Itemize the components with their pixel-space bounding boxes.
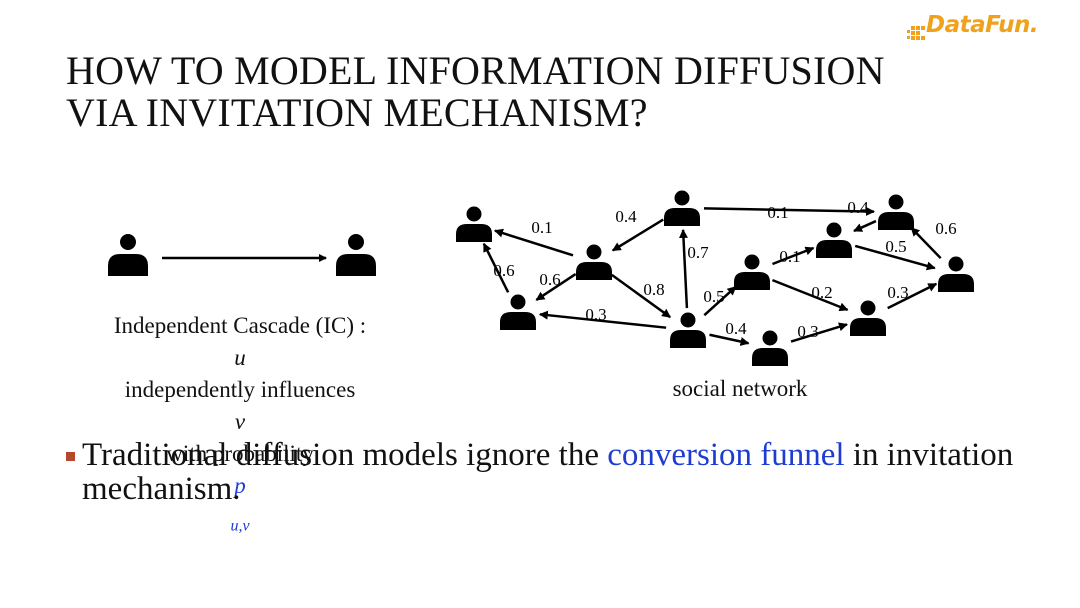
network-edge-6 <box>482 242 510 293</box>
edge-probability-label: 0.1 <box>767 203 788 222</box>
network-edge-9 <box>854 244 936 271</box>
ic-caption-line-2: u independently influences <box>70 342 410 406</box>
edge-probability-label: 0.6 <box>539 270 560 289</box>
logo-text: DataFun. <box>926 12 1039 38</box>
network-edge-8 <box>772 246 815 266</box>
var-u: u <box>234 345 246 370</box>
network-caption: social network <box>672 376 808 401</box>
var-v: v <box>234 409 246 434</box>
bullet-text-before: Traditional diffusion models ignore the <box>82 437 608 473</box>
bullet-text: Traditional diffusion models ignore the … <box>82 438 1022 506</box>
edge-probability-label: 0.6 <box>493 261 514 280</box>
person-node-icon <box>938 256 974 292</box>
network-edge-1 <box>611 218 664 252</box>
person-node-icon <box>878 194 914 230</box>
network-edge-5 <box>535 273 577 301</box>
prob-symbol: p <box>234 473 246 498</box>
ic-caption-line-3-text: with probability <box>166 441 314 466</box>
edge-probability-label: 0.8 <box>643 280 664 299</box>
network-edge-12 <box>771 278 849 312</box>
bullet-highlight: conversion funnel <box>607 437 845 473</box>
person-node-icon <box>576 244 612 280</box>
person-node-icon <box>734 254 770 290</box>
title-line-1: HOW TO MODEL INFORMATION DIFFUSION <box>66 48 885 93</box>
network-edge-4 <box>910 226 942 260</box>
network-edge-14 <box>538 310 667 329</box>
person-node-icon <box>664 190 700 226</box>
edge-probability-label: 0.1 <box>531 218 552 237</box>
ic-caption-line-1: Independent Cascade (IC) : <box>113 313 367 338</box>
person-node-icon <box>500 294 536 330</box>
edge-probability-label: 0.7 <box>687 243 709 262</box>
edge-probability-label: 0.3 <box>887 283 908 302</box>
slide-title: HOW TO MODEL INFORMATION DIFFUSION VIA I… <box>66 50 1016 134</box>
network-edge-10 <box>611 273 671 319</box>
network-edge-16 <box>790 322 848 343</box>
edge-probability-label: 0.3 <box>797 322 818 341</box>
network-edge-2 <box>703 206 876 216</box>
person-v-icon <box>336 234 376 276</box>
prob-subscript: u,v <box>230 517 250 535</box>
edge-probability-label: 0.5 <box>703 287 724 306</box>
person-node-icon <box>670 312 706 348</box>
title-line-2: VIA INVITATION MECHANISM? <box>66 90 648 135</box>
datafun-logo-icon <box>907 26 925 40</box>
edge-probability-label: 0.6 <box>935 219 956 238</box>
edge-probability-label: 0.2 <box>811 283 832 302</box>
network-edge-13 <box>887 282 938 310</box>
ic-caption-line-2-text: independently influences <box>124 377 356 402</box>
ic-caption-line-3: v with probability p u,v <box>70 406 410 543</box>
network-edge-11 <box>703 285 737 317</box>
network-edge-15 <box>709 333 750 346</box>
edge-probability-label: 0.4 <box>847 198 869 217</box>
bullet-text-after: in invitation mechanism. <box>82 437 1014 507</box>
edge-probability-label: 0.4 <box>725 319 747 338</box>
person-node-icon <box>752 330 788 366</box>
ic-caption: Independent Cascade (IC) : u independent… <box>70 310 410 543</box>
network-edge-0 <box>494 228 574 257</box>
network-edge-7 <box>678 228 689 309</box>
person-node-icon <box>456 206 492 242</box>
person-u-icon <box>108 234 148 276</box>
bullet-square-icon <box>66 452 75 461</box>
network-edge-3 <box>853 219 877 233</box>
person-node-icon <box>816 222 852 258</box>
edge-probability-label: 0.5 <box>885 237 906 256</box>
edge-probability-label: 0.1 <box>779 247 800 266</box>
edge-probability-label: 0.4 <box>615 207 637 226</box>
edge-probability-label: 0.3 <box>585 305 606 324</box>
person-node-icon <box>850 300 886 336</box>
